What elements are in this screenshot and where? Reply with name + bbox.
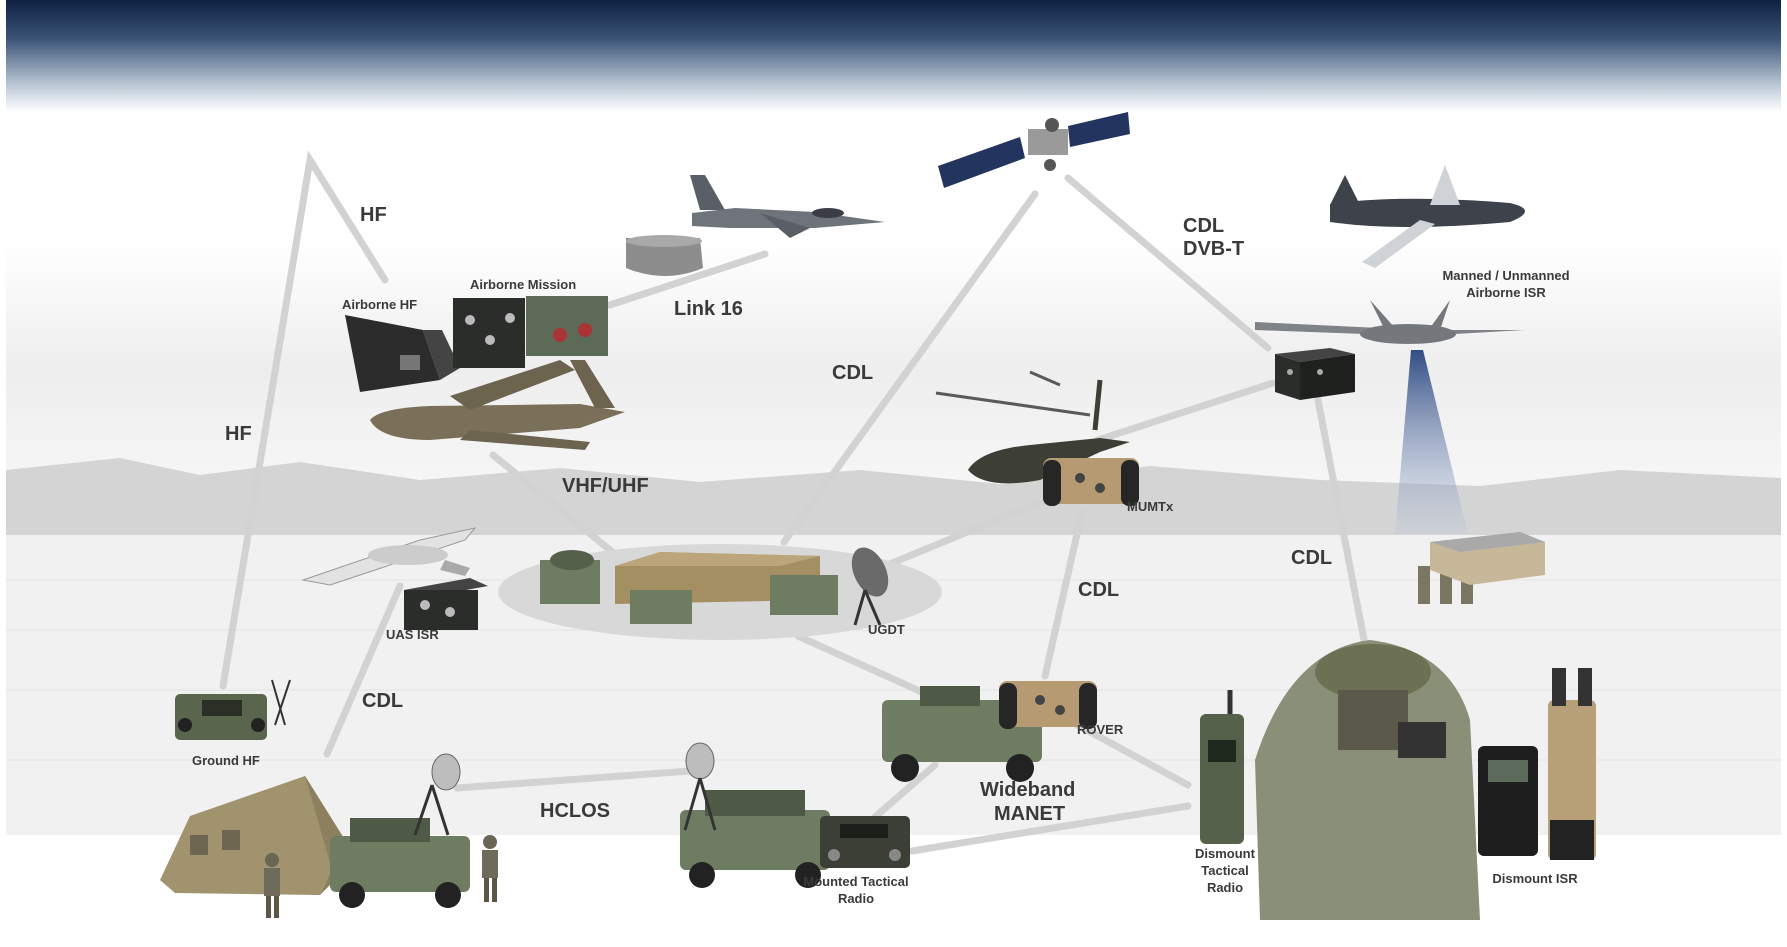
manned-unmanned-label-2: Airborne ISR: [1466, 285, 1546, 300]
isr-terminal-icon: [1275, 348, 1355, 400]
cdl-mid-label: CDL: [1078, 579, 1119, 601]
cargo-aircraft-icon: [370, 360, 625, 450]
mountain-range: [6, 458, 1781, 540]
dismount-radio-label-3: Radio: [1207, 880, 1243, 895]
dismount-radio-label-1: Dismount: [1195, 846, 1256, 861]
sky-band: [6, 0, 1781, 112]
dismount-radio-label-2: Tactical: [1201, 863, 1248, 878]
uas-isr-label: UAS ISR: [386, 627, 439, 642]
haze-band: [6, 240, 1781, 500]
mounted-radio-icon: [820, 816, 910, 868]
cdl-center-label: CDL: [832, 362, 873, 384]
airborne-mission-label: Airborne Mission: [470, 277, 576, 292]
rover-label: ROVER: [1077, 722, 1124, 737]
humvee-icon: [330, 818, 470, 908]
ugdt-mumtx-line: [876, 494, 1054, 572]
mumtx-label: MUMTx: [1127, 499, 1174, 514]
ugdt-rover-line: [794, 632, 939, 702]
ground-hf-label: Ground HF: [192, 753, 260, 768]
command-post-icon: [498, 544, 942, 640]
hf-top-label: HF: [360, 204, 387, 226]
fighter-jet-icon: [690, 175, 885, 238]
rover-radio-icon: [999, 681, 1097, 729]
diagram-labels: HF HF Airborne HF Airborne Mission Link …: [192, 204, 1578, 906]
mumtx-isr-line: [1094, 379, 1277, 444]
wideband-label-1: Wideband: [980, 779, 1075, 801]
wideband-label-2: MANET: [994, 803, 1065, 825]
airborne-mission-radio-icon: [453, 296, 608, 368]
hf-link-line: [219, 150, 389, 690]
dismount-soldier-photo: [1255, 640, 1480, 920]
cdl-right-label: CDL: [1291, 547, 1332, 569]
mumtx-radio-icon: [1043, 458, 1139, 506]
cdl-uas-line: [323, 582, 404, 758]
satellite-icon: [938, 112, 1130, 188]
ugdt-dish-icon: [851, 547, 889, 626]
vhf-uhf-line: [489, 451, 630, 567]
hf-left-label: HF: [225, 423, 252, 445]
humvee-icon: [882, 686, 1042, 782]
tent-icon: [160, 776, 345, 895]
link-lines: [219, 150, 1369, 855]
airborne-hf-label: Airborne HF: [342, 297, 417, 312]
soldier-icon: [264, 853, 280, 918]
cdl-sat-ugdt-line: [780, 190, 1039, 546]
ugdt-label: UGDT: [868, 622, 905, 637]
manned-unmanned-label-1: Manned / Unmanned: [1442, 268, 1569, 283]
dish-antenna-icon: [683, 742, 717, 831]
soldier-icon: [482, 835, 498, 902]
cdl-isr-dismount-line: [1314, 396, 1369, 649]
dismount-isr-device-icon: [1478, 668, 1596, 860]
cdl-left-label: CDL: [362, 690, 403, 712]
vhf-uhf-label: VHF/UHF: [562, 475, 649, 497]
uas-drone-icon: [301, 527, 477, 586]
cdl-dvbt-label-1: CDL: [1183, 215, 1224, 237]
reaper-drone-icon: [1255, 300, 1525, 344]
mounted-radio-label-1: Mounted Tactical: [803, 874, 908, 889]
uas-isr-radio-icon: [404, 578, 488, 630]
isr-sensor-beam: [1395, 350, 1468, 534]
cdl-mumtx-rover-line: [1041, 508, 1086, 680]
hangar-icon: [1430, 532, 1545, 585]
link16-terminal-icon: [626, 235, 703, 276]
hclos-line: [453, 767, 694, 792]
airborne-hf-radio-icon: [345, 315, 460, 392]
mounted-radio-label-2: Radio: [838, 891, 874, 906]
dish-antenna-icon: [413, 753, 461, 836]
global-hawk-icon: [1330, 165, 1525, 268]
link16-line: [606, 250, 769, 309]
wideband-line: [871, 761, 939, 821]
handheld-radio-icon: [1200, 690, 1244, 844]
mounted-dismount-line: [908, 802, 1192, 855]
humvee-icon: [680, 790, 830, 888]
cdl-dvbt-line: [1064, 174, 1272, 352]
ground-hf-radio-icon: [175, 679, 291, 740]
dismount-isr-label: Dismount ISR: [1492, 871, 1578, 886]
link16-label: Link 16: [674, 298, 743, 320]
hclos-label: HCLOS: [540, 800, 610, 822]
cdl-dvbt-label-2: DVB-T: [1183, 238, 1244, 260]
